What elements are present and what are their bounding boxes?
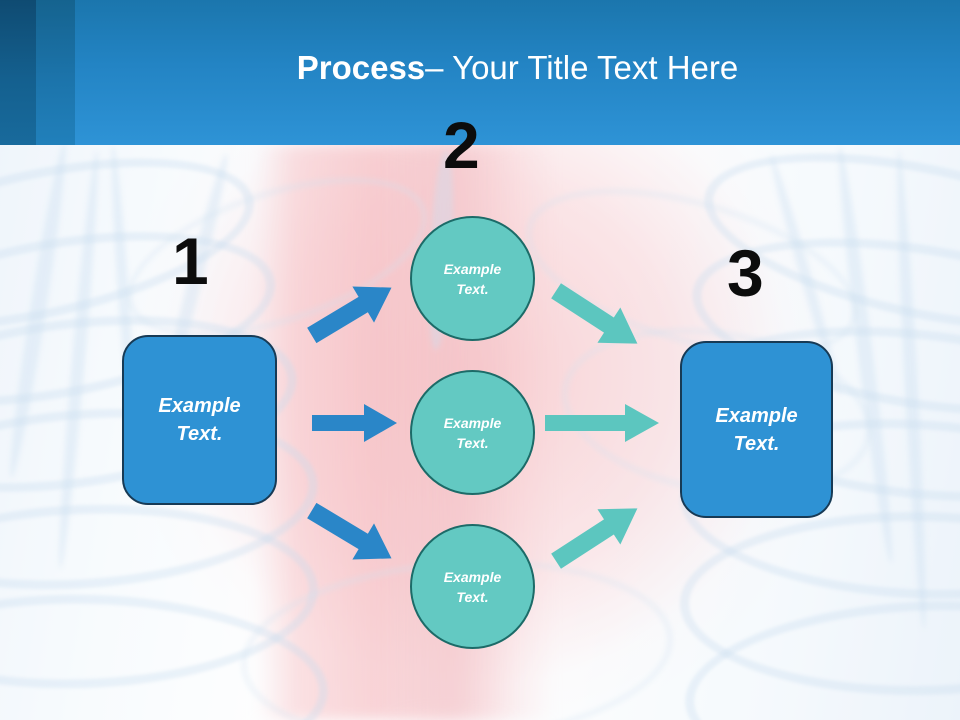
process-node-circle-bottom[interactable]: Example Text. <box>410 524 535 649</box>
arrow-blue-down-right-icon <box>305 500 400 570</box>
header-accent-stripe-medium <box>36 0 75 145</box>
header-accent-stripe-dark <box>0 0 36 145</box>
node-label-line2: Text. <box>456 280 489 297</box>
page-title: Process – Your Title Text Here <box>75 0 960 145</box>
node-label-line2: Text. <box>456 588 489 605</box>
arrow-teal-right-icon <box>545 404 660 442</box>
arrow-teal-down-right-icon <box>548 282 648 354</box>
node-label-line1: Example <box>443 568 502 585</box>
node-label-line2: Text. <box>733 432 780 455</box>
page-title-rest: – Your Title Text Here <box>425 49 739 86</box>
node-label-line1: Example <box>443 414 502 431</box>
node-label-line1: Example <box>158 395 241 417</box>
node-label-line2: Text. <box>176 423 223 445</box>
node-label-line1: Example <box>715 404 798 427</box>
node-label-line1: Example <box>443 260 502 277</box>
step-number-3: 3 <box>727 236 764 310</box>
process-node-circle-top[interactable]: Example Text. <box>410 216 535 341</box>
step-number-1: 1 <box>172 224 209 298</box>
arrow-teal-up-right-icon <box>548 498 648 570</box>
arrow-blue-right-icon <box>312 404 398 442</box>
process-node-circle-middle[interactable]: Example Text. <box>410 370 535 495</box>
page-title-bold: Process <box>296 49 426 86</box>
step-number-2: 2 <box>443 108 480 182</box>
slide-header-bar: Process – Your Title Text Here <box>0 0 960 145</box>
process-node-box-right[interactable]: Example Text. <box>680 341 833 518</box>
arrow-blue-up-right-icon <box>305 276 400 346</box>
process-node-box-left[interactable]: Example Text. <box>122 335 277 505</box>
node-label-line2: Text. <box>456 434 489 451</box>
